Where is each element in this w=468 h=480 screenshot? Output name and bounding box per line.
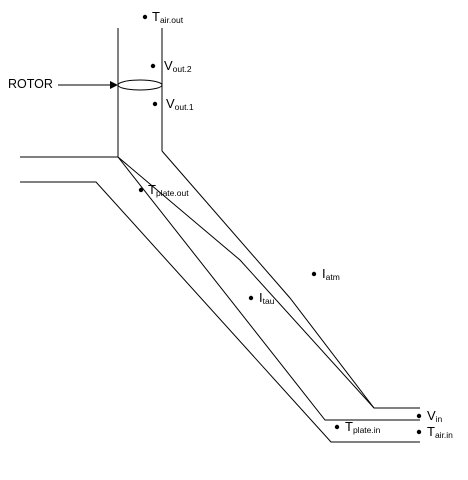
dot-i-tau <box>248 295 254 301</box>
dot-t-air-in <box>416 429 422 435</box>
label-t-plate-out: Tplate.out <box>148 182 189 198</box>
dot-v-out-1 <box>152 101 158 107</box>
label-t-plate-in: Tplate.in <box>345 419 381 435</box>
label-t-air-in: Tair.in <box>427 424 453 440</box>
dot-v-in <box>416 413 422 419</box>
collector-upper-line <box>20 156 420 409</box>
label-v-out-1: Vout.1 <box>166 96 194 112</box>
rotor-label: ROTOR <box>8 77 53 91</box>
dot-t-plate-in <box>334 424 340 430</box>
dot-t-plate-out <box>138 187 144 193</box>
label-i-atm: Iatm <box>322 266 340 282</box>
label-v-out-2: Vout.2 <box>164 58 192 74</box>
collector-middle-line <box>20 181 420 443</box>
dot-i-atm <box>311 271 317 277</box>
dot-v-out-2 <box>150 63 156 69</box>
absorber-plate-line <box>161 150 375 409</box>
collector-lower-line <box>117 156 420 421</box>
dot-t-air-out <box>142 14 148 20</box>
rotor-arrow-head <box>110 81 118 89</box>
label-v-in: Vin <box>427 408 443 424</box>
label-i-tau: Itau <box>259 290 275 306</box>
rotor-ellipse <box>117 79 163 91</box>
label-t-air-out: Tair.out <box>152 9 184 25</box>
